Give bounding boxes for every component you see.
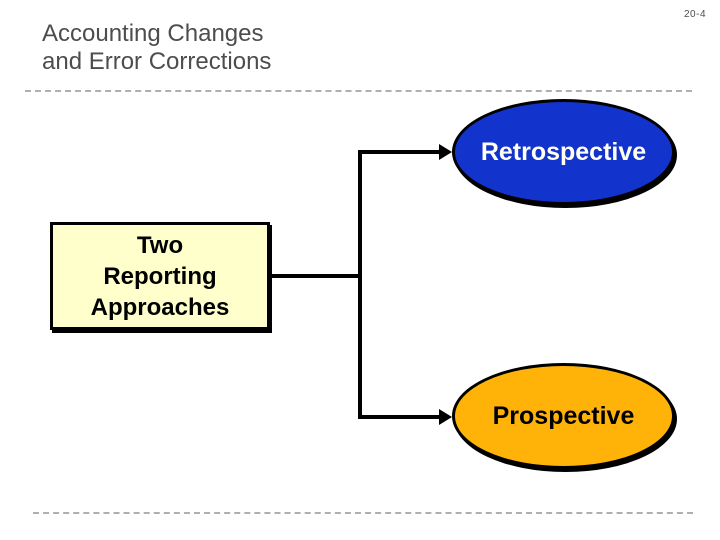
slide-title-line-2: and Error Corrections <box>42 48 272 75</box>
connector-to-retrospective <box>358 150 442 154</box>
connector-to-prospective <box>358 415 442 419</box>
retrospective-label: Retrospective <box>480 137 647 166</box>
retrospective-node: Retrospective <box>452 99 675 205</box>
connector-vertical-trunk <box>358 150 362 419</box>
prospective-label: Prospective <box>492 401 635 430</box>
page-number: 20-4 <box>683 9 706 20</box>
slide-title-line-1: Accounting Changes <box>42 20 264 47</box>
arrow-right-icon <box>439 144 452 160</box>
source-box-line-2: Reporting <box>103 262 217 290</box>
footer-separator-line <box>33 512 693 514</box>
two-reporting-approaches-box: Two Reporting Approaches <box>50 222 270 330</box>
source-box-line-1: Two <box>136 231 184 259</box>
header-separator-line <box>25 90 692 92</box>
prospective-node: Prospective <box>452 363 675 469</box>
source-box-line-3: Approaches <box>90 293 230 321</box>
connector-from-source-box <box>270 274 362 278</box>
arrow-right-icon <box>439 409 452 425</box>
